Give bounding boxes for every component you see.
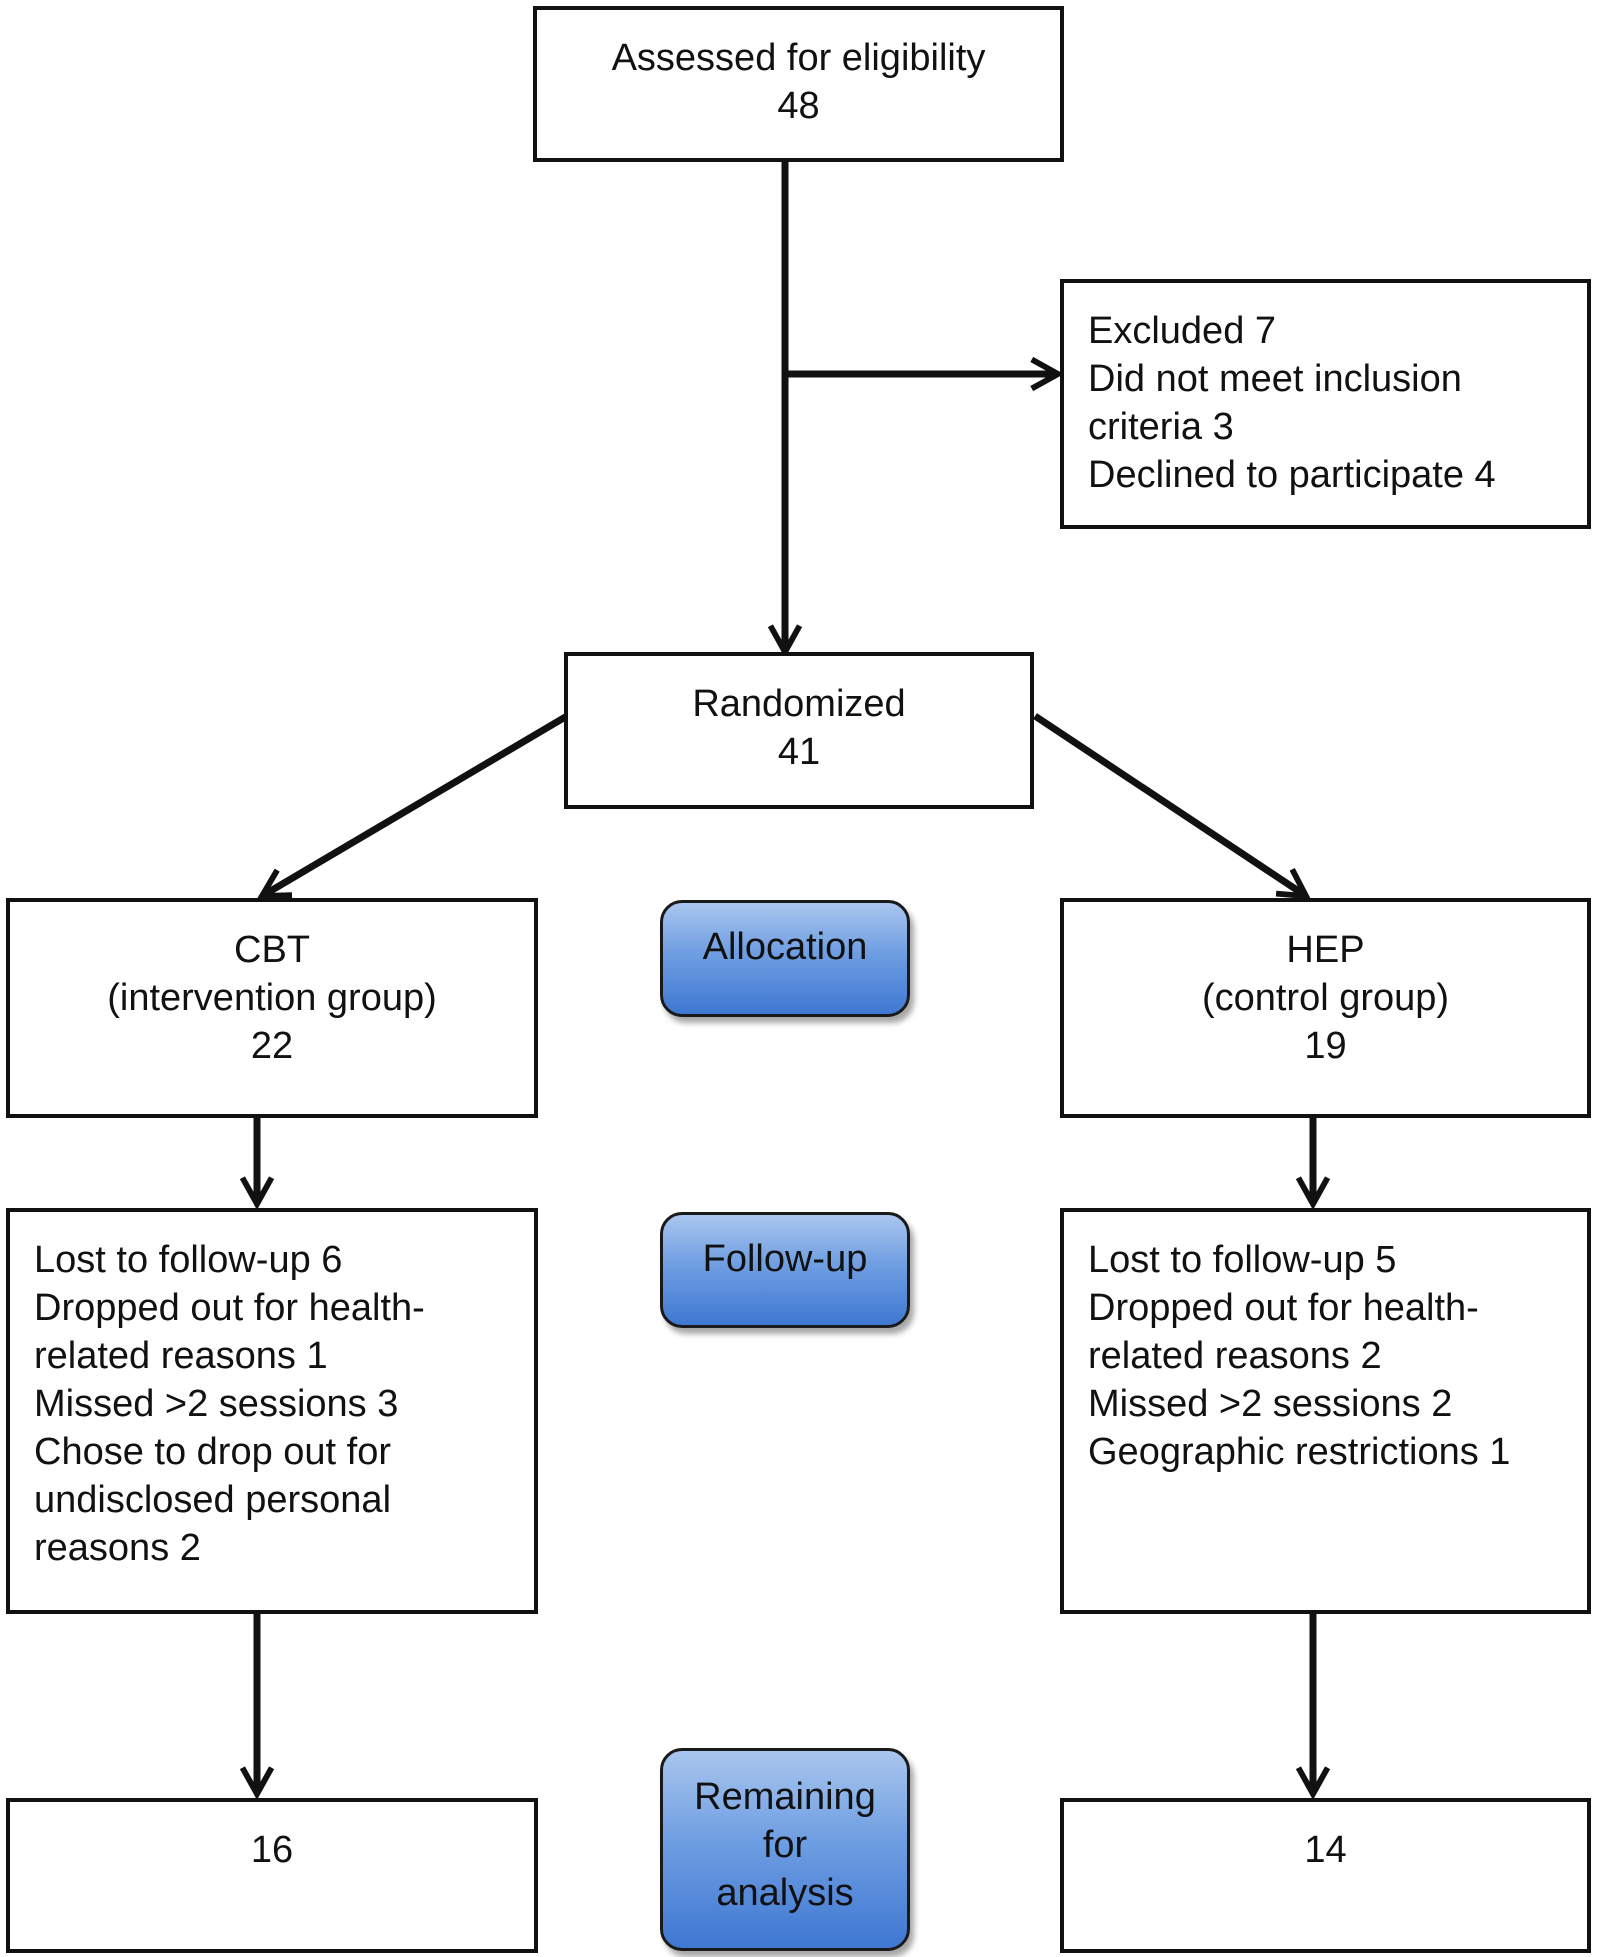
stage-allocation-label: Allocation [702, 926, 868, 968]
cbt-followup-line-5: Chose to drop out for [34, 1431, 391, 1473]
cbt-followup-box: Lost to follow-up 6 Dropped out for heal… [6, 1208, 538, 1614]
cbt-followup-line-2: Dropped out for health- [34, 1287, 425, 1329]
stage-allocation: Allocation [660, 900, 910, 1017]
stage-remaining-line-3: analysis [716, 1872, 854, 1914]
cbt-followup-line-6: undisclosed personal [34, 1479, 392, 1521]
hep-group: (control group) [1201, 977, 1450, 1019]
cbt-followup-line-3: related reasons 1 [34, 1335, 328, 1377]
assessed-label: Assessed for eligibility [611, 37, 986, 79]
cbt-followup-line-1: Lost to follow-up 6 [34, 1239, 343, 1281]
excluded-reason-1-cont: criteria 3 [1088, 406, 1234, 448]
cbt-label: CBT [234, 929, 310, 971]
hep-followup-box: Lost to follow-up 5 Dropped out for heal… [1060, 1208, 1591, 1614]
assessed-box: Assessed for eligibility 48 [533, 6, 1064, 162]
hep-label: HEP [1286, 929, 1365, 971]
hep-box: HEP (control group) 19 [1060, 898, 1591, 1118]
assessed-count: 48 [777, 85, 820, 127]
stage-remaining-line-2: for [762, 1824, 808, 1866]
cbt-remaining-box: 16 [6, 1798, 538, 1953]
stage-followup-label: Follow-up [702, 1238, 868, 1280]
stage-followup: Follow-up [660, 1212, 910, 1328]
cbt-remaining-count: 16 [250, 1829, 294, 1871]
excluded-total: Excluded 7 [1088, 310, 1277, 352]
hep-followup-line-3: related reasons 2 [1088, 1335, 1382, 1377]
hep-followup-line-4: Missed >2 sessions 2 [1088, 1383, 1453, 1425]
cbt-group: (intervention group) [107, 977, 437, 1019]
stage-remaining-line-1: Remaining [694, 1776, 876, 1818]
hep-remaining-box: 14 [1060, 1798, 1591, 1953]
hep-followup-line-1: Lost to follow-up 5 [1088, 1239, 1397, 1281]
randomized-box: Randomized 41 [564, 652, 1034, 809]
hep-followup-line-5: Geographic restrictions 1 [1088, 1431, 1511, 1473]
cbt-box: CBT (intervention group) 22 [6, 898, 538, 1118]
hep-followup-line-2: Dropped out for health- [1088, 1287, 1479, 1329]
excluded-box: Excluded 7 Did not meet inclusion criter… [1060, 279, 1591, 529]
excluded-reason-1: Did not meet inclusion [1088, 358, 1462, 400]
randomized-count: 41 [777, 731, 821, 773]
hep-count: 19 [1304, 1025, 1347, 1067]
arrow-randomized-to-hep [1033, 713, 1306, 896]
excluded-reason-2: Declined to participate 4 [1088, 454, 1496, 496]
cbt-followup-line-4: Missed >2 sessions 3 [34, 1383, 399, 1425]
hep-remaining-count: 14 [1304, 1829, 1347, 1871]
arrow-randomized-to-cbt [262, 712, 569, 896]
randomized-label: Randomized [692, 683, 906, 725]
cbt-followup-line-7: reasons 2 [34, 1527, 201, 1569]
stage-remaining: Remaining for analysis [660, 1748, 910, 1951]
cbt-count: 22 [250, 1025, 294, 1067]
